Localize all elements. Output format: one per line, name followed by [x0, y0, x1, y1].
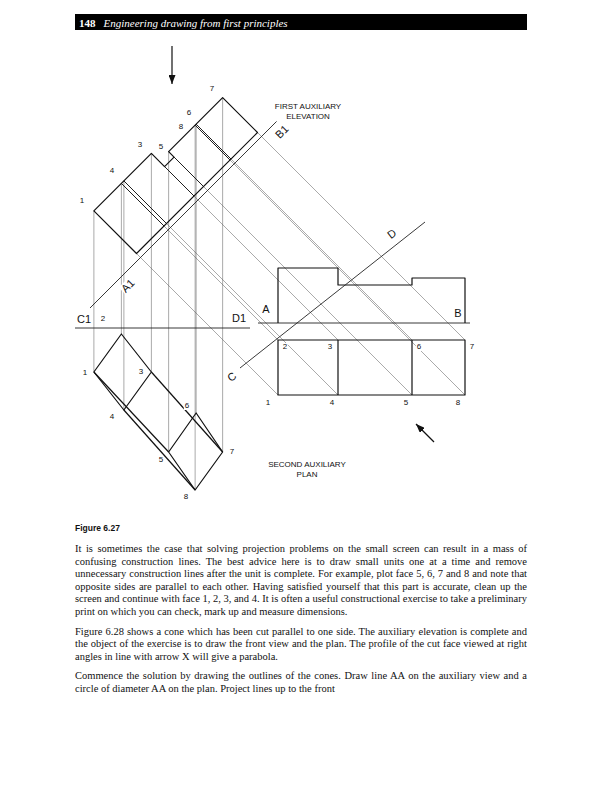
projector-line [195, 125, 465, 395]
auxiliary-edge [195, 125, 230, 160]
auxiliary-edge [121, 183, 164, 226]
second-plan-face [169, 413, 223, 490]
projector-line [121, 183, 122, 334]
corner-number: 3 [137, 141, 143, 149]
projector-line [169, 152, 412, 395]
reference-letter: A [261, 304, 270, 315]
second-plan-edge [124, 410, 195, 490]
corner-number: 3 [327, 343, 333, 351]
corner-number: 5 [403, 399, 409, 407]
corner-number: 5 [158, 456, 164, 464]
corner-number: 6 [186, 109, 192, 117]
reference-line [258, 323, 470, 324]
corner-number: 4 [329, 399, 335, 407]
corner-number: 6 [184, 402, 190, 410]
view-arrow [171, 46, 172, 84]
auxiliary-edge [196, 124, 231, 159]
reference-letter: B1 [273, 123, 292, 142]
running-header: 148 Engineering drawing from first princi… [75, 14, 527, 30]
reference-letter: A1 [119, 277, 138, 296]
reference-letter: C1 [76, 314, 92, 325]
view-arrow [416, 424, 434, 442]
projector-line [196, 124, 197, 413]
corner-number: 8 [455, 399, 461, 407]
corner-number: 1 [265, 399, 271, 407]
auxiliary-edge [165, 167, 194, 196]
projector-line [93, 211, 94, 372]
figure-caption: Figure 6.27 [75, 523, 120, 533]
page-number: 148 [79, 17, 96, 29]
corner-number: 8 [178, 123, 184, 131]
corner-number: 3 [138, 368, 144, 376]
second-plan-edge [94, 372, 169, 452]
reference-letter: C [225, 370, 240, 385]
projection-figure [75, 46, 470, 490]
projector-line [168, 152, 169, 452]
corner-number: 1 [79, 197, 85, 205]
body-text: It is sometimes the case that solving pr… [75, 543, 527, 703]
projector-line [195, 125, 196, 490]
corner-number: 7 [229, 448, 235, 456]
second-plan-edge [151, 372, 222, 452]
view-title: FIRST AUXILIARY ELEVATION [260, 102, 357, 121]
front-elevation-outline [278, 268, 465, 323]
projector-line [121, 183, 278, 340]
corner-number: 8 [183, 493, 189, 501]
projector-line [151, 153, 338, 340]
projector-line [223, 98, 465, 340]
body-paragraph: Figure 6.28 shows a cone which has been … [75, 626, 527, 664]
corner-number: 4 [109, 413, 115, 421]
second-plan-face [94, 334, 152, 410]
reference-line [90, 106, 292, 308]
projector-line [151, 153, 152, 372]
corner-number: 6 [416, 343, 422, 351]
plan-edge [411, 340, 412, 395]
view-title: SECOND AUXILIARY PLAN [256, 460, 358, 479]
body-paragraph: Commence the solution by drawing the out… [75, 670, 527, 695]
projector-line [124, 181, 338, 395]
projector-line [196, 124, 412, 340]
reference-letter: D [385, 227, 400, 242]
reference-line [240, 222, 425, 368]
plan-edge [337, 340, 338, 395]
corner-number: 4 [109, 167, 115, 175]
corner-number: 2 [100, 315, 106, 323]
auxiliary-edge [174, 157, 203, 186]
corner-number: 7 [209, 85, 215, 93]
corner-number: 7 [469, 343, 475, 351]
plan-outline [278, 340, 465, 395]
reference-letter: B [453, 308, 462, 319]
auxiliary-edge [124, 181, 167, 224]
corner-number: 2 [282, 343, 288, 351]
reference-line [75, 328, 250, 329]
corner-number: 1 [82, 369, 88, 377]
body-paragraph: It is sometimes the case that solving pr… [75, 543, 527, 619]
auxiliary-elevation-outline [94, 98, 258, 254]
running-title: Engineering drawing from first principle… [104, 17, 288, 29]
projector-line [123, 181, 124, 410]
corner-number: 5 [158, 143, 164, 151]
reference-letter: D1 [231, 313, 247, 324]
